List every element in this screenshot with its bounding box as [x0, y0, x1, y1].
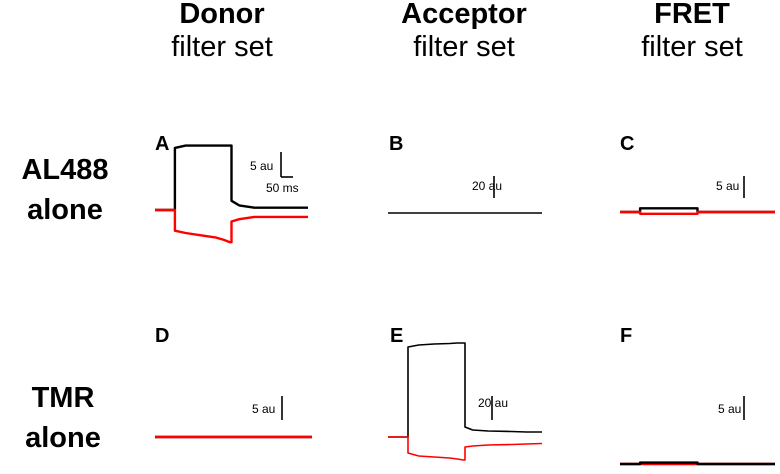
column-header-donor: Donor filter set	[122, 0, 322, 64]
panel-f-scale-label-y: 5 au	[718, 402, 741, 416]
row-label-line1: TMR	[31, 382, 95, 414]
column-subtitle: filter set	[171, 31, 273, 63]
column-title: Acceptor	[401, 0, 527, 30]
panel-c-scale-label-y: 5 au	[716, 179, 739, 193]
row-label-line1: AL488	[21, 154, 109, 186]
row-label-line2: alone	[27, 194, 103, 226]
panel-e-trace-1	[388, 342, 542, 438]
panel-d-letter: D	[155, 325, 169, 347]
row-header-al488: AL488 alone	[0, 150, 130, 230]
panel-f-trace-2	[620, 461, 775, 466]
panel-a-scale-label-x: 50 ms	[266, 181, 299, 195]
panel-b-scale-label-y: 20 au	[472, 179, 502, 193]
row-label-line2: alone	[25, 422, 101, 454]
panel-a-trace-2	[155, 208, 308, 244]
column-title: FRET	[654, 0, 730, 30]
panel-f-letter: F	[620, 325, 632, 347]
panel-c-trace-2	[620, 210, 775, 215]
panel-c-letter: C	[620, 133, 634, 155]
row-header-tmr: TMR alone	[0, 378, 128, 458]
panel-e-scale-label-y: 20 au	[478, 396, 508, 410]
column-header-acceptor: Acceptor filter set	[364, 0, 564, 64]
column-header-fret: FRET filter set	[592, 0, 780, 64]
panel-a-scale-label-y: 5 au	[250, 159, 273, 173]
column-subtitle: filter set	[641, 31, 743, 63]
column-title: Donor	[179, 0, 265, 30]
panel-d-scale-label-y: 5 au	[252, 402, 275, 416]
panel-b-letter: B	[389, 133, 403, 155]
panel-e-letter: E	[390, 325, 403, 347]
panel-e-trace-2	[388, 436, 543, 461]
panel-a-letter: A	[155, 133, 169, 155]
column-subtitle: filter set	[413, 31, 515, 63]
